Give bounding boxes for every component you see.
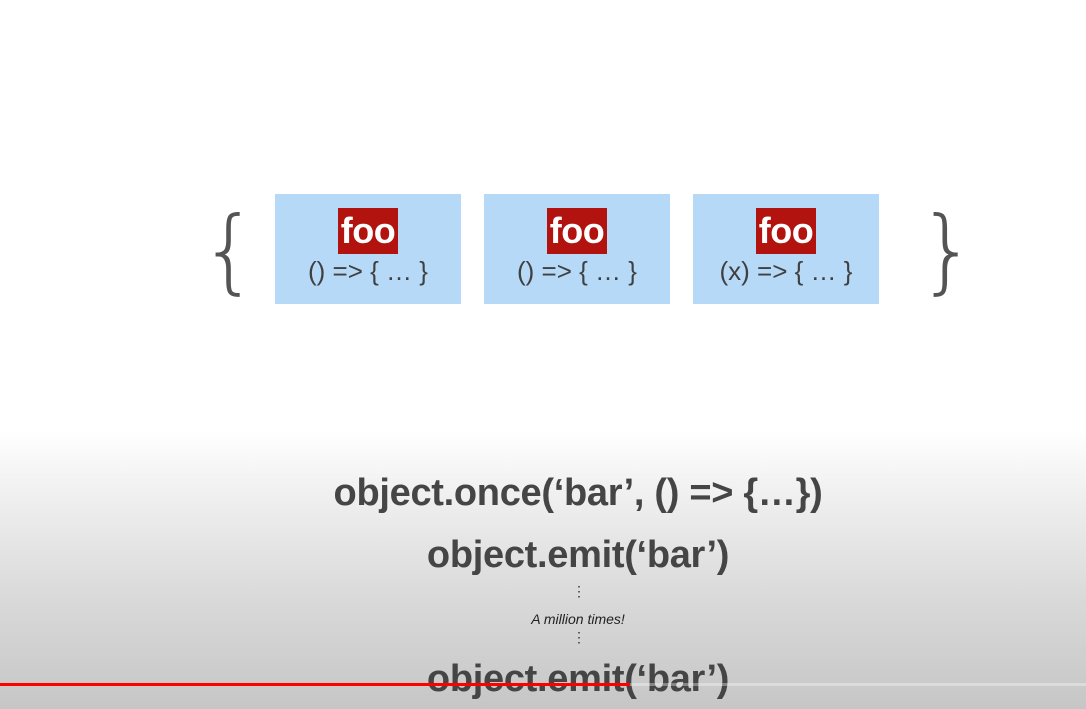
handler-code: (x) => { … } bbox=[719, 256, 853, 286]
code-emit-call-first: object.emit(‘bar’) bbox=[426, 534, 730, 576]
event-name-label: foo bbox=[755, 208, 817, 254]
code-emit-call-last: object.emit(‘bar’) bbox=[426, 658, 730, 700]
handler-code: () => { … } bbox=[517, 256, 637, 286]
code-once-call: object.once(‘bar’, () => {…}) bbox=[333, 472, 823, 514]
vertical-ellipsis-top: ⋮ bbox=[572, 583, 586, 599]
listener-box-3: foo (x) => { … } bbox=[693, 194, 879, 304]
video-progress-bar[interactable] bbox=[0, 683, 1086, 686]
video-progress-played bbox=[0, 683, 630, 686]
repeat-note: A million times! bbox=[531, 611, 625, 627]
handler-code: () => { … } bbox=[308, 256, 428, 286]
listener-box-1: foo () => { … } bbox=[275, 194, 461, 304]
open-brace: { bbox=[200, 197, 259, 304]
event-name-label: foo bbox=[546, 208, 608, 254]
listener-box-2: foo () => { … } bbox=[484, 194, 670, 304]
vertical-ellipsis-bottom: ⋮ bbox=[572, 629, 586, 645]
close-brace: } bbox=[918, 197, 977, 304]
event-name-label: foo bbox=[337, 208, 399, 254]
